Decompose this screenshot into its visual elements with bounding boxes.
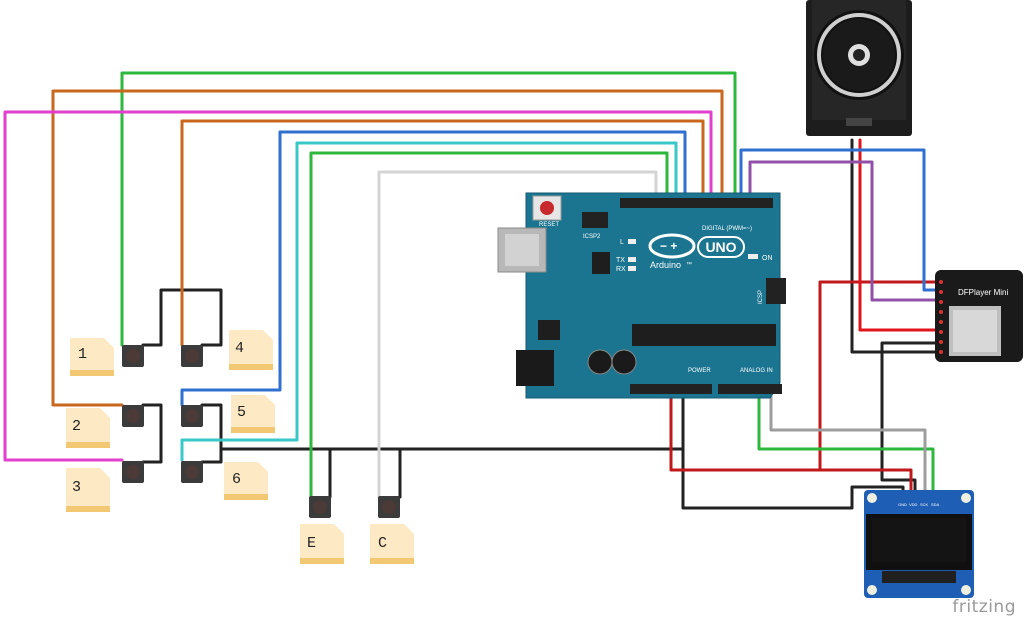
label-note-1: 1	[70, 338, 114, 376]
wire-orange-4	[180, 119, 705, 347]
analog-label: ANALOG IN	[740, 368, 773, 374]
button-labels: 1 2 3 4 5 6 E	[66, 330, 414, 564]
on-label: ON	[762, 255, 773, 262]
wire-gnd-dfp	[850, 138, 940, 354]
wire-orange-2	[51, 89, 724, 407]
led-tx-label: TX	[616, 257, 625, 264]
brand-label: Arduino	[650, 260, 681, 270]
label-5-text: 5	[237, 404, 246, 421]
power-label: POWER	[688, 368, 711, 374]
pushbutton-3[interactable]	[122, 461, 144, 483]
label-1-text: 1	[78, 346, 87, 363]
wire-gnd-left	[141, 288, 223, 347]
wire-green-top	[120, 71, 737, 347]
reset-label: RESET	[539, 222, 559, 228]
arduino-uno: RESET ICSP2 DIGITAL (PWM=~) − + UNO Ardu…	[497, 192, 786, 399]
oled-pin-sda: SDA	[931, 502, 940, 507]
pushbutton-4[interactable]	[181, 345, 203, 367]
wire-blue-5	[180, 130, 687, 407]
icsp2-label: ICSP2	[583, 234, 601, 240]
wire-purple-dfp	[748, 160, 940, 302]
wire-vcc-dfp	[818, 280, 940, 472]
speaker	[806, 0, 912, 136]
label-note-3: 3	[66, 468, 110, 512]
wire-gnd-dfp2	[880, 341, 940, 502]
label-C-text: C	[378, 535, 387, 552]
label-note-2: 2	[66, 408, 110, 448]
pushbutton-C[interactable]	[378, 496, 400, 518]
wire-green-e	[309, 151, 669, 499]
icsp-label: ICSP	[758, 290, 764, 304]
label-3-text: 3	[72, 479, 81, 496]
oled-pin-vdd: VDD	[909, 502, 918, 507]
model-label: UNO	[705, 239, 736, 255]
wire-vcc-oled	[669, 388, 913, 502]
led-rx-label: RX	[616, 266, 626, 273]
pushbutton-2[interactable]	[122, 405, 144, 427]
label-E-text: E	[307, 535, 316, 552]
dfplayer-mini: DFPlayer Mini	[935, 270, 1023, 362]
wire-gnd-left-3	[200, 403, 223, 464]
wire-gnd-oled	[681, 447, 905, 510]
wire-gnd-left-2	[141, 403, 163, 464]
oled-pin-gnd: GND	[898, 502, 907, 507]
digital-label: DIGITAL (PWM=~)	[702, 226, 752, 232]
label-note-6: 6	[224, 462, 268, 500]
wires	[3, 71, 940, 510]
label-note-E: E	[300, 524, 344, 564]
label-2-text: 2	[72, 418, 81, 435]
tm-label: ™	[686, 261, 692, 268]
label-note-5: 5	[231, 395, 275, 433]
pushbutton-5[interactable]	[181, 405, 203, 427]
wire-blue-dfp	[739, 148, 940, 292]
label-note-C: C	[370, 524, 414, 564]
fritzing-brand: fritzing	[952, 597, 1016, 617]
label-6-text: 6	[232, 471, 241, 488]
led-l-label: L	[620, 239, 624, 246]
wire-cyan-6	[180, 141, 678, 462]
svg-text:− +: − +	[660, 239, 677, 253]
pushbutton-E[interactable]	[309, 496, 331, 518]
oled-display: GND VDD SCK SDA	[864, 490, 974, 598]
wire-grey-oled	[769, 388, 927, 502]
label-note-4: 4	[229, 330, 273, 370]
wire-green-oled	[757, 388, 935, 502]
wire-white-c	[377, 170, 658, 499]
pushbuttons	[122, 345, 400, 518]
wire-speaker-red	[858, 138, 940, 332]
pushbutton-6[interactable]	[181, 461, 203, 483]
label-4-text: 4	[235, 340, 244, 357]
oled-pin-sck: SCK	[920, 502, 929, 507]
wire-magenta-3	[3, 110, 713, 462]
pushbutton-1[interactable]	[122, 345, 144, 367]
dfplayer-title: DFPlayer Mini	[958, 288, 1008, 297]
